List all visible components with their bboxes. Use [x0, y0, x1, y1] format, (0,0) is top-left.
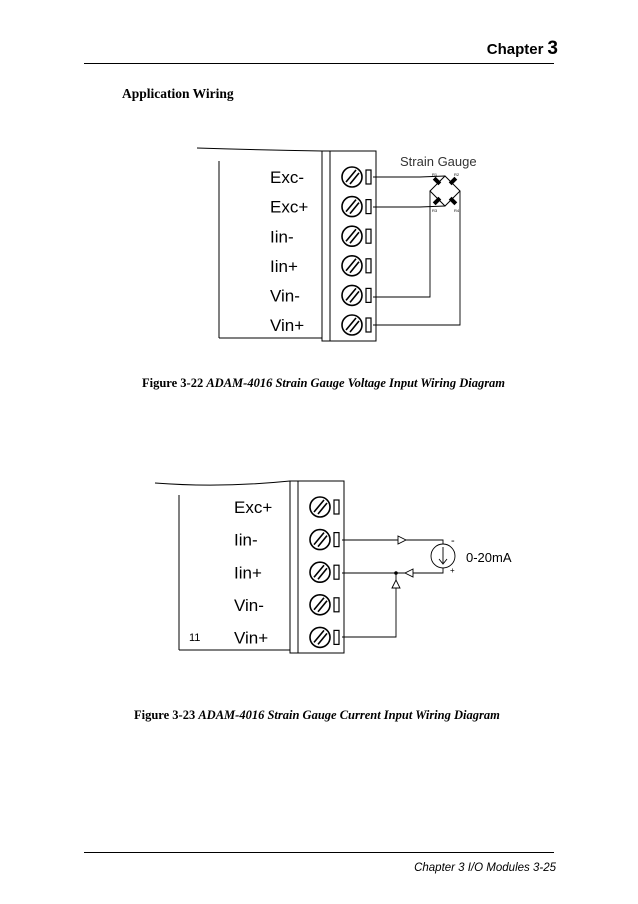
- terminal-label-5: Vin+: [270, 316, 304, 335]
- wire-exc-plus: [373, 205, 446, 208]
- resistor-r1-label: R1: [432, 172, 438, 177]
- terminal-label-3: Vin-: [234, 596, 264, 615]
- terminal-screw-2: [309, 561, 340, 584]
- figure-3-22-number: Figure 3-22: [142, 376, 204, 390]
- terminal-screw-5: [341, 314, 372, 336]
- wiring: [373, 175, 461, 326]
- terminal-label-3: Iin+: [270, 257, 298, 276]
- terminal-screw-4: [341, 284, 372, 307]
- terminal-label-0: Exc-: [270, 168, 304, 187]
- terminal-screw-1: [309, 528, 340, 551]
- figure-3-23-title: ADAM-4016 Strain Gauge Current Input Wir…: [198, 708, 500, 722]
- terminal-screw-3: [341, 254, 372, 277]
- figure-3-22-title: ADAM-4016 Strain Gauge Voltage Input Wir…: [206, 376, 506, 390]
- figure-3-23-number: Figure 3-23: [134, 708, 196, 722]
- resistor-r2-label: R2: [454, 172, 460, 177]
- terminal-labels: Exc- Exc+ Iin- Iin+ Vin- Vin+: [270, 168, 308, 335]
- resistor-r3-label: R3: [432, 208, 438, 213]
- footer-text: Chapter 3 I/O Modules 3-25: [414, 862, 556, 874]
- module-number: 11: [189, 632, 200, 644]
- terminal-label-4: Vin-: [270, 287, 300, 306]
- strain-gauge-label: Strain Gauge: [400, 154, 477, 169]
- chapter-label: Chapter: [486, 41, 544, 58]
- terminal-screw-1: [341, 195, 372, 218]
- terminal-screws: [341, 166, 372, 336]
- terminal-screw-0: [309, 496, 340, 518]
- terminal-labels: Exc+ Iin- Iin+ Vin- Vin+: [234, 498, 272, 647]
- terminal-block-strip: [289, 480, 299, 654]
- header-rule: [84, 63, 554, 64]
- junction-dot: [394, 571, 398, 575]
- resistor-r1: [432, 176, 442, 186]
- terminal-label-1: Iin-: [234, 531, 258, 550]
- terminal-screw-2: [341, 225, 372, 247]
- module-top-edge: [196, 147, 323, 152]
- chapter-number: 3: [547, 38, 558, 59]
- footer-rule: [84, 852, 554, 853]
- figure-3-22-diagram: Exc- Exc+ Iin- Iin+ Vin- Vin+ Strain Gauge R1…: [196, 147, 477, 342]
- figure-3-22-caption: Figure 3-22 ADAM-4016 Strain Gauge Volta…: [142, 376, 505, 391]
- wire-iin-plus: [342, 568, 444, 574]
- section-title: Application Wiring: [122, 86, 234, 101]
- wire-exc-minus: [373, 175, 446, 178]
- wire-vin-minus: [373, 191, 431, 298]
- terminal-screw-3: [309, 593, 340, 616]
- arrow-iin-plus: [403, 568, 414, 578]
- terminal-screw-0: [341, 166, 372, 188]
- arrow-iin-minus: [397, 535, 408, 545]
- terminal-screw-4: [309, 626, 340, 649]
- arrow-vin-plus: [391, 578, 401, 589]
- wire-vin-plus: [342, 573, 397, 638]
- resistor-r4-label: R4: [454, 208, 460, 213]
- figure-3-23-caption: Figure 3-23 ADAM-4016 Strain Gauge Curre…: [134, 708, 500, 723]
- terminal-label-0: Exc+: [234, 498, 272, 517]
- current-wiring: [342, 539, 444, 638]
- current-source-icon: [430, 543, 456, 569]
- terminal-screws: [309, 496, 340, 649]
- source-range-label: 0-20mA: [466, 550, 512, 565]
- resistor-r3: [432, 196, 442, 206]
- source-plus-sign: +: [450, 566, 455, 575]
- wire-iin-minus: [342, 539, 444, 544]
- source-minus-sign: -: [451, 535, 455, 547]
- terminal-block-strip: [321, 150, 331, 342]
- terminal-label-2: Iin-: [270, 227, 294, 246]
- figure-3-23-diagram: Exc+ Iin- Iin+ Vin- Vin+ 11 - + 0-20mA: [154, 480, 512, 654]
- terminal-label-1: Exc+: [270, 198, 308, 217]
- module-top-edge: [154, 480, 291, 486]
- terminal-label-2: Iin+: [234, 563, 262, 582]
- wire-vin-plus: [373, 191, 461, 326]
- resistor-r4: [448, 196, 458, 206]
- resistor-r2: [448, 176, 458, 186]
- terminal-label-4: Vin+: [234, 629, 268, 648]
